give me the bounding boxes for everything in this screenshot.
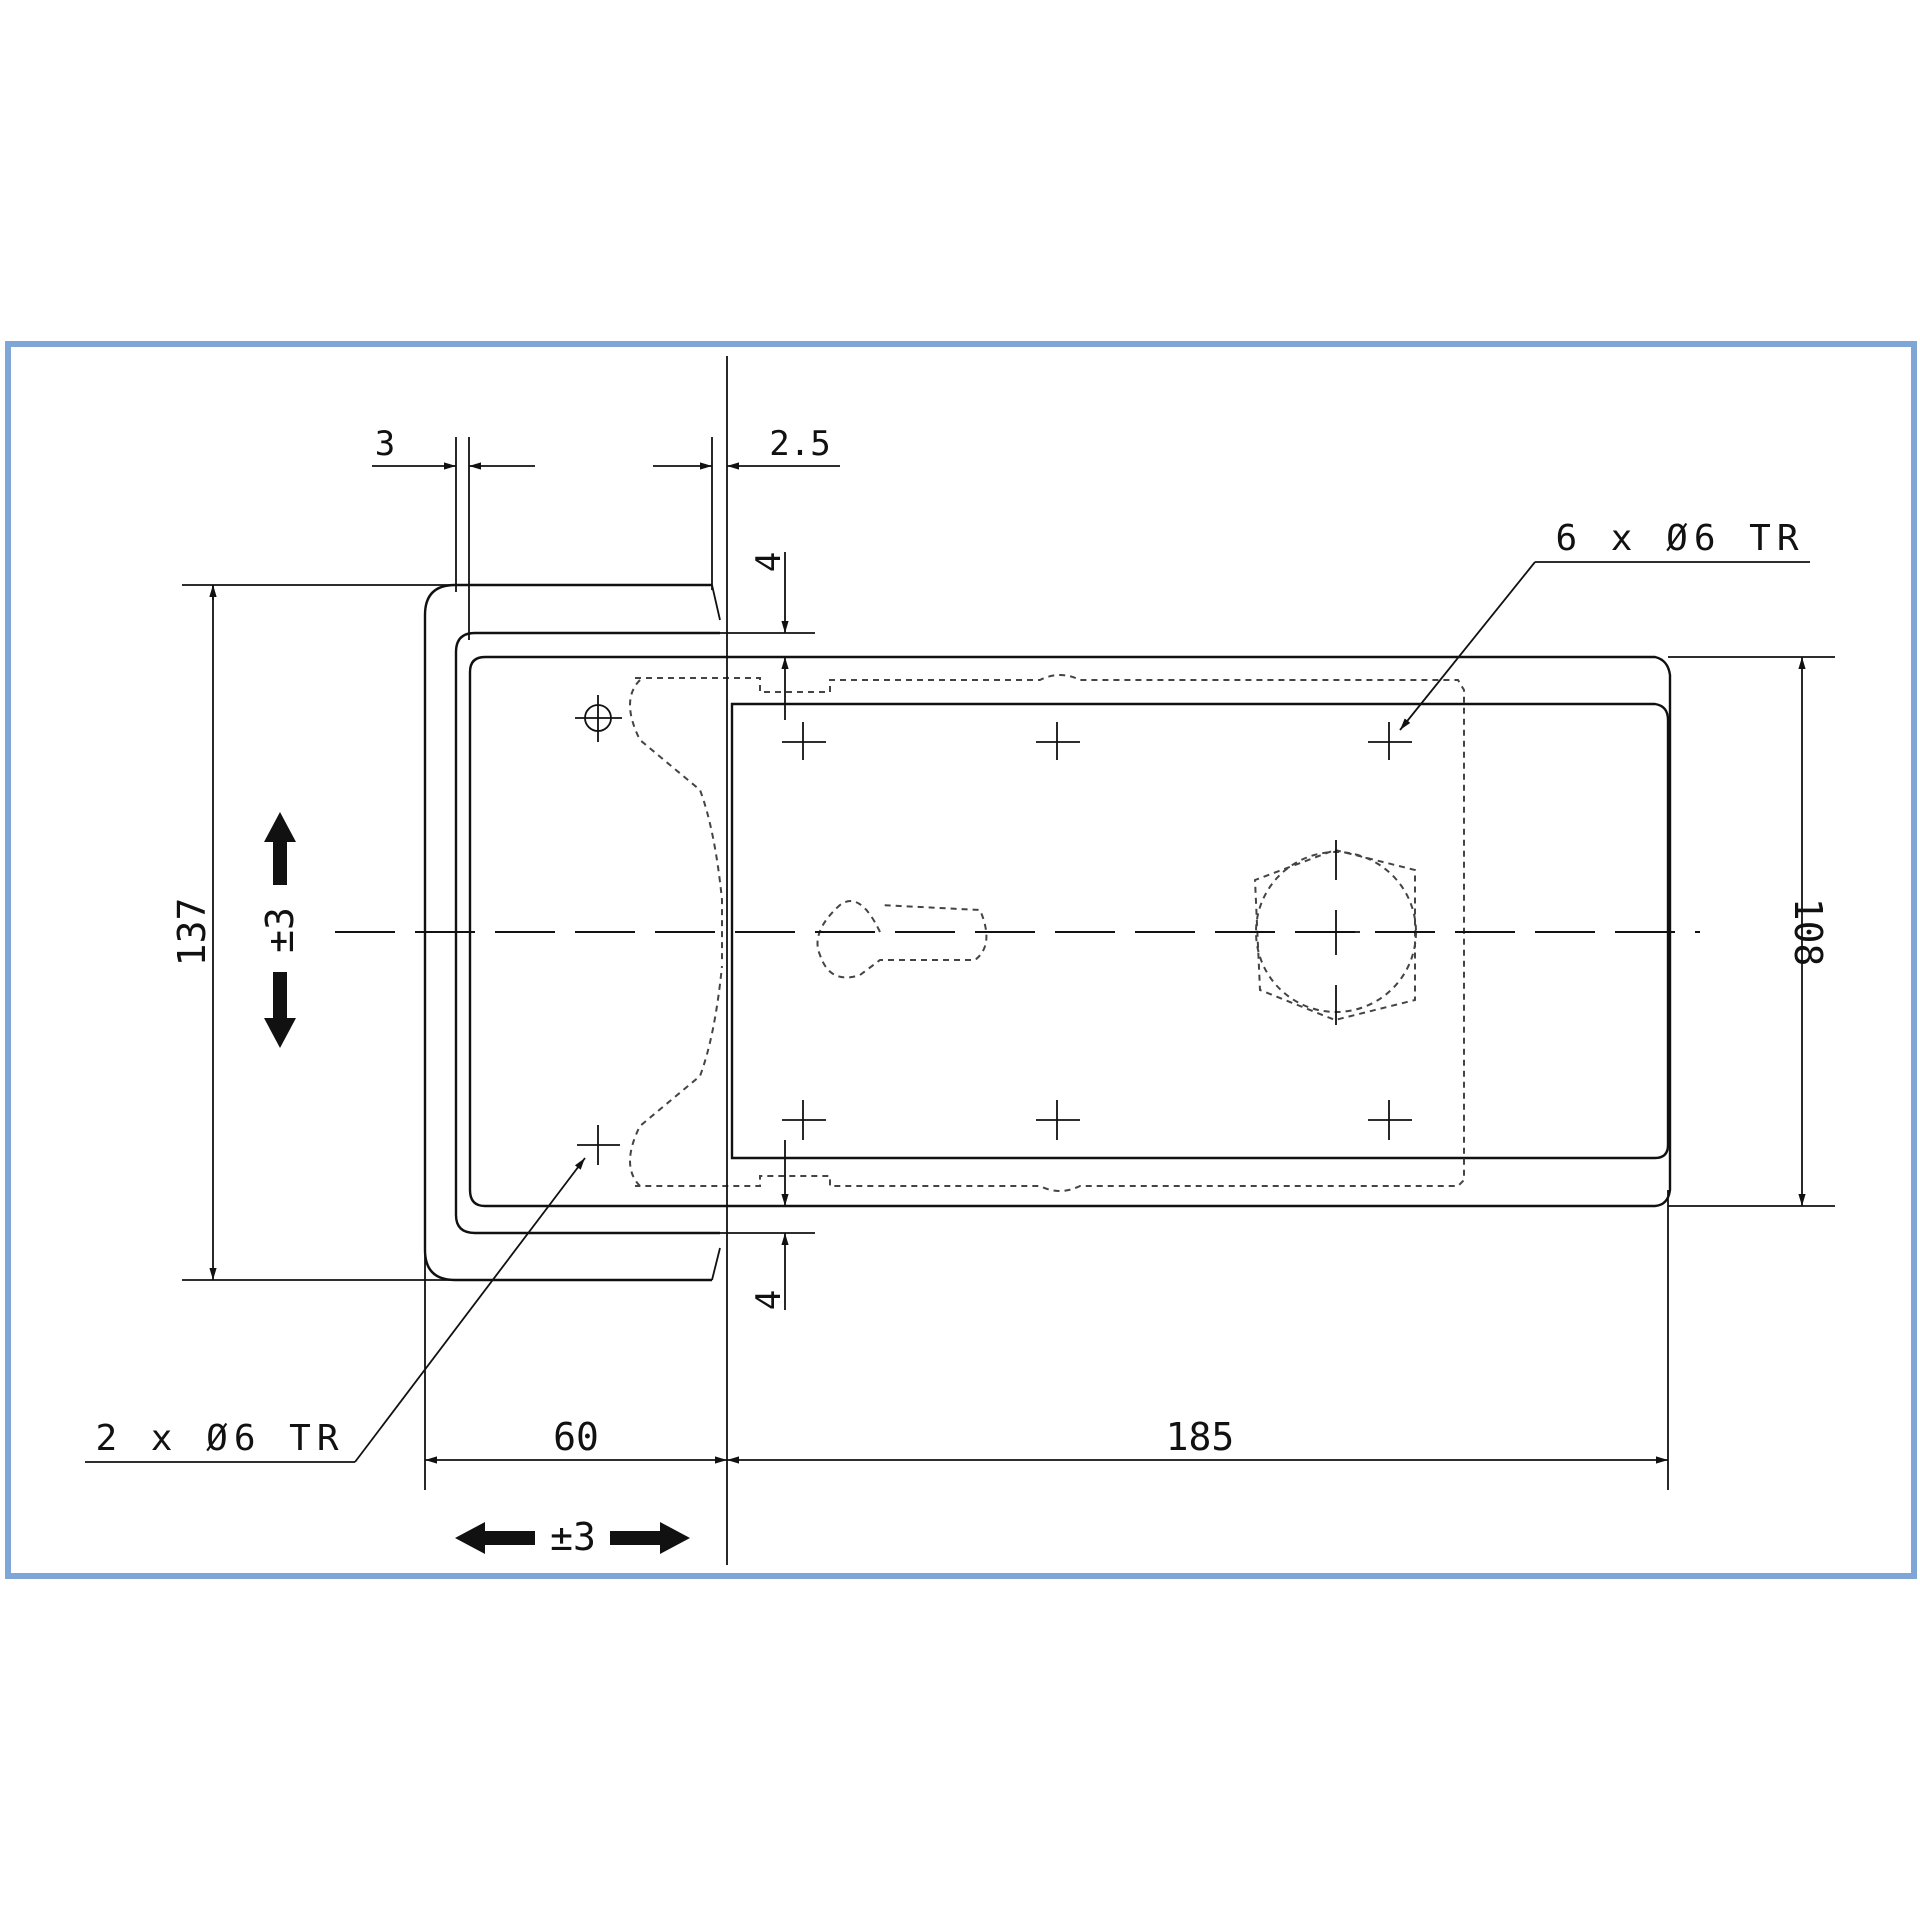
hidden-keyhole: [816, 900, 988, 979]
outer-bracket-inner-wall: [454, 631, 720, 1235]
hidden-outline: [635, 674, 1465, 1192]
callout-six-holes: 6 x Ø6 TR: [1399, 518, 1810, 731]
hole-cross: [1312, 910, 1360, 955]
hole-cross: [1036, 722, 1080, 760]
hole-cross: [577, 1125, 620, 1165]
callout-holes-two: 2 x Ø6 TR: [95, 1418, 344, 1459]
hole-cross: [1368, 1100, 1412, 1140]
callout-holes-six: 6 x Ø6 TR: [1555, 518, 1804, 559]
slider-plate-outer: [468, 655, 1672, 1208]
hole-cross-row: [577, 722, 1412, 1165]
callout-two-holes: 2 x Ø6 TR: [85, 1157, 586, 1463]
dim-right-length: 185: [1166, 1415, 1235, 1459]
dim-left-length: 60: [553, 1415, 599, 1459]
tolerance-vertical: ±3: [258, 907, 302, 953]
dim-outer-height: 137: [170, 898, 214, 967]
bracket-end-top: [711, 584, 721, 621]
dim-offset-bottom: 4: [749, 1290, 789, 1310]
drawing-frame: [5, 341, 1917, 1579]
hole-cross: [1036, 1100, 1080, 1140]
slider-plate-inner: [730, 702, 1670, 1160]
hole-cross: [1368, 722, 1412, 760]
tolerance-arrow-vertical: ±3: [258, 812, 302, 1048]
dim-offset-top: 4: [749, 552, 789, 572]
dim-wall-thickness: 3: [375, 424, 395, 464]
hole-with-circle: [575, 695, 622, 742]
hidden-diamond: [1253, 848, 1416, 1022]
dim-inner-height: 108: [1786, 898, 1830, 967]
bracket-end-bottom: [711, 1247, 721, 1281]
hole-cross: [782, 722, 826, 760]
dim-gap: 2.5: [769, 424, 830, 464]
hole-cross: [782, 1100, 826, 1140]
tolerance-arrow-horizontal: ±3: [455, 1515, 690, 1559]
hidden-lobe-top: [629, 679, 723, 960]
hidden-lobe-bottom: [629, 965, 723, 1187]
tolerance-horizontal: ±3: [550, 1515, 596, 1559]
